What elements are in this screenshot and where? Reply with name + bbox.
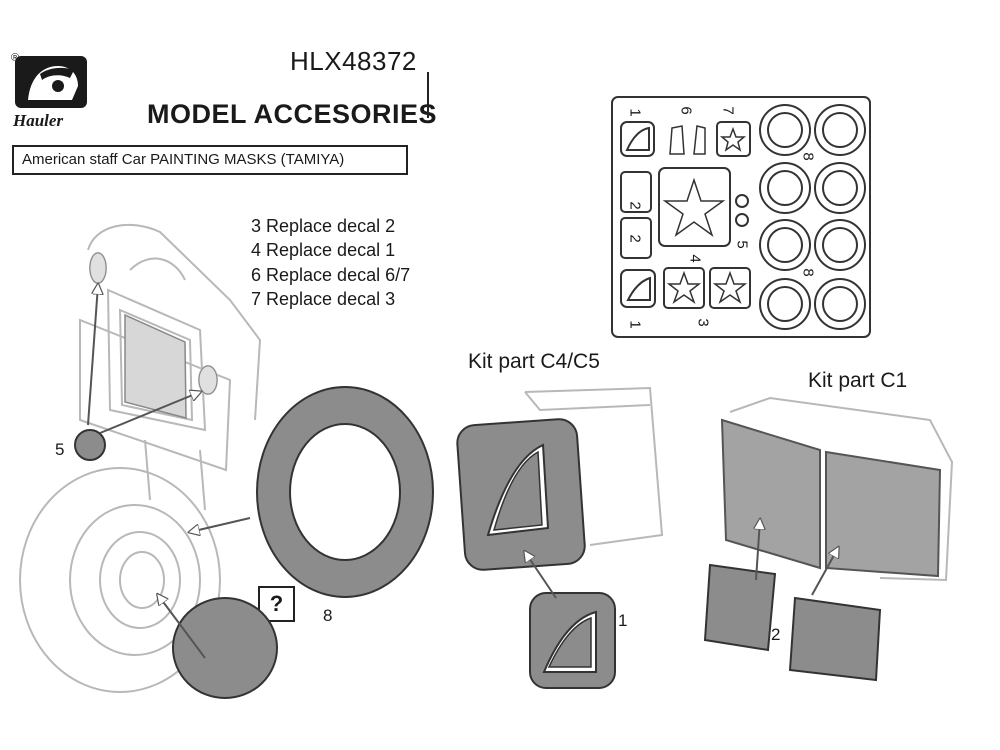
car-front-drawing [79,223,262,511]
mask-8-disc [172,597,278,699]
callout-1: 1 [618,611,628,630]
legend-line-3: 3 Replace decal 2 [251,216,396,236]
kit-part-c1-drawing [703,396,954,682]
legend-line-7: 7 Replace decal 3 [251,289,396,309]
legend-line-6: 6 Replace decal 6/7 [251,265,411,285]
unknown-part-box: ? [258,586,295,622]
callout-8: 8 [323,606,333,625]
registered-mark: ® [11,52,20,64]
brand-name: Hauler [13,111,64,130]
kit-part-c4c5-drawing [456,386,664,689]
unknown-part-mark: ? [269,591,284,616]
pointer-arrows [87,285,838,659]
headlight-grille-detail [89,252,218,419]
title-box: American staff Car PAINTING MASKS (TAMIY… [12,145,408,175]
mask-5-disc [74,429,106,461]
product-code: HLX48372 [290,46,417,76]
callout-2: 2 [771,625,781,644]
hauler-logo-icon [15,56,87,108]
product-line: MODEL ACCESORIES [147,99,438,129]
kit-part-c1-label: Kit part C1 [808,369,908,392]
legend-line-4: 4 Replace decal 1 [251,240,396,260]
sheet-title: American staff Car PAINTING MASKS (TAMIY… [22,151,345,168]
mask-tire-ring [256,386,434,598]
mask-sheet [611,96,871,338]
kit-part-c4c5-label: Kit part C4/C5 [468,350,600,373]
wheel-drawing [19,467,221,693]
callout-5: 5 [55,440,65,459]
